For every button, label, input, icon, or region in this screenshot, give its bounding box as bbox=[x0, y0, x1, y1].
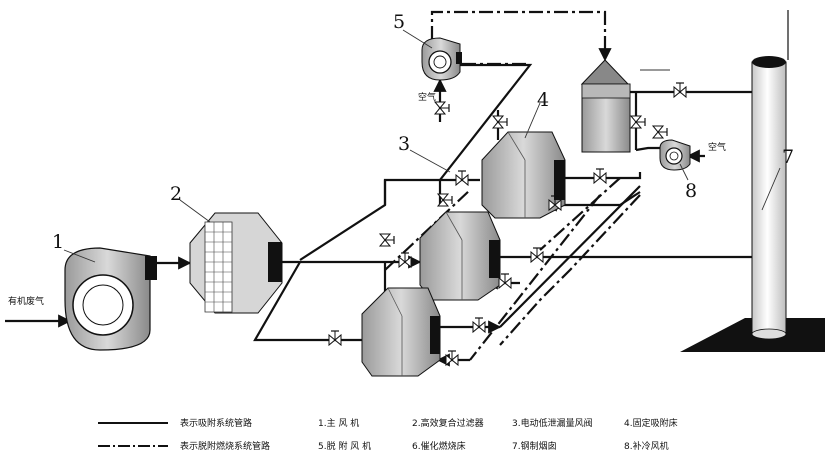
legend-item-5: 5.脱 附 风 机 bbox=[318, 440, 371, 452]
composite-filter bbox=[189, 212, 283, 314]
legend-solid-line: 表示吸附系统管路 bbox=[180, 417, 252, 429]
legend-item-7: 7.钢制烟囱 bbox=[512, 440, 557, 452]
main-fan bbox=[64, 247, 157, 351]
callout-3: 3 bbox=[398, 133, 410, 155]
cooling-fan bbox=[659, 139, 691, 171]
callout-1: 1 bbox=[52, 231, 64, 253]
legend-item-4: 4.固定吸附床 bbox=[624, 417, 678, 429]
air-label-left: 空气 bbox=[418, 91, 436, 103]
legend-item-3: 3.电动低泄漏量风阀 bbox=[512, 417, 593, 429]
air-label-right: 空气 bbox=[708, 141, 726, 153]
adsorption-bed-lower bbox=[361, 287, 441, 377]
callout-8: 8 bbox=[685, 180, 697, 202]
callout-7: 7 bbox=[782, 146, 794, 168]
callouts: 1 2 3 4 5 7 8 bbox=[52, 11, 794, 263]
legend-dashed-line: 表示脱附燃烧系统管路 bbox=[180, 440, 270, 452]
callout-5: 5 bbox=[393, 11, 405, 33]
callout-4: 4 bbox=[537, 89, 549, 111]
legend-item-2: 2.高效复合过滤器 bbox=[412, 417, 484, 429]
adsorption-bed-middle bbox=[419, 211, 501, 301]
steel-chimney bbox=[680, 10, 825, 352]
legend-item-6: 6.催化燃烧床 bbox=[412, 440, 466, 452]
callout-2: 2 bbox=[170, 183, 182, 205]
adsorption-bed-upper bbox=[481, 131, 566, 219]
legend-item-8: 8.补冷风机 bbox=[624, 440, 669, 452]
legend-item-1: 1.主 风 机 bbox=[318, 417, 359, 429]
legend: 表示吸附系统管路 表示脱附燃烧系统管路 1.主 风 机 2.高效复合过滤器 3.… bbox=[98, 417, 678, 452]
inlet-label: 有机废气 bbox=[8, 295, 44, 307]
catalytic-combustion-bed bbox=[580, 59, 631, 153]
desorption-fan bbox=[421, 37, 462, 81]
